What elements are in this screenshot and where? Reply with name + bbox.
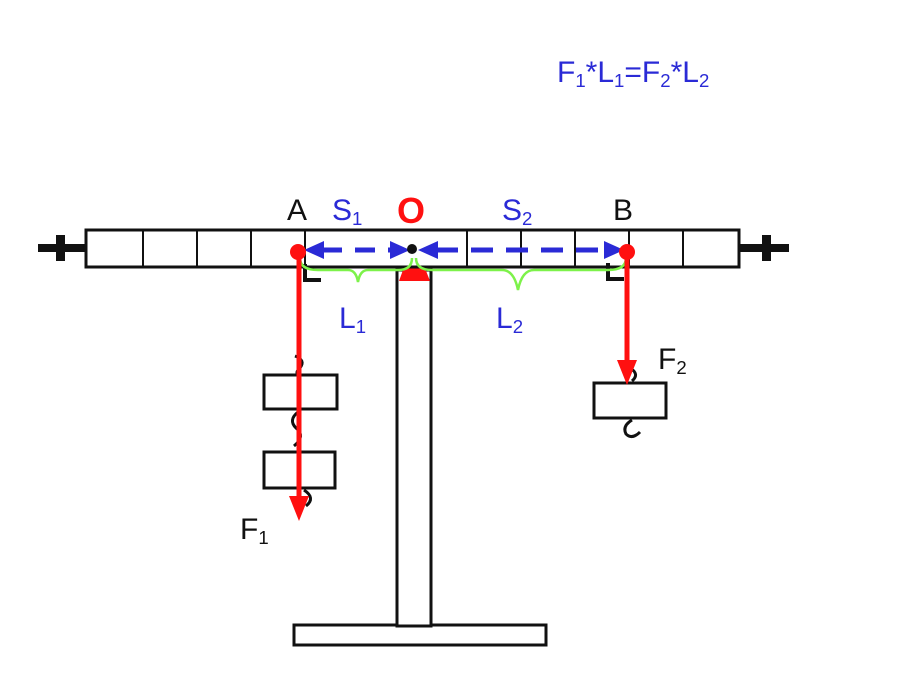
force-label-f1: F1 [240,513,269,549]
right-end-screw [739,235,789,261]
right-angle-marker-b [606,263,624,281]
force-f1-main: F [240,513,259,546]
formula-f1: F [557,56,576,89]
arm-s2-sub: 2 [522,208,533,230]
arm-label-l2: L2 [496,302,524,338]
arm-label-s1: S1 [332,194,363,230]
force-label-f2: F2 [658,343,687,379]
arm-s2-main: S [502,194,523,227]
formula-sub-3: 2 [660,70,671,92]
arm-arrow-s2 [418,241,624,259]
equilibrium-formula: F1*L1=F2*L2 [557,56,710,92]
force-f2-sub: 2 [676,357,687,379]
formula-l2: L [682,56,699,89]
point-b-label: B [613,194,634,227]
formula-star-1: * [585,56,598,89]
brace-l1 [298,257,414,283]
right-angle-marker-a [303,264,321,282]
formula-equals: = [624,56,642,89]
pivot-label-o: O [397,190,426,231]
brace-l2 [414,257,628,291]
stand-column [395,268,433,628]
formula-sub-4: 2 [698,70,710,92]
formula-sub-2: 1 [614,70,625,92]
force-f2-main: F [658,343,677,376]
formula-star-2: * [670,56,683,89]
left-end-screw [38,235,86,261]
arm-l2-main: L [496,302,513,335]
arm-arrow-s1 [304,241,410,259]
formula-f2: F [641,56,661,89]
pivot-point [407,244,417,254]
formula-l1: L [597,56,615,89]
arm-label-l1: L1 [339,302,367,338]
formula-sub-1: 1 [575,70,586,92]
arm-l1-sub: 1 [355,316,367,338]
point-a-dot [290,244,306,260]
point-a-label: A [287,194,308,227]
stand-base [292,623,548,647]
right-weight [592,366,668,439]
force-f1-sub: 1 [258,527,269,549]
point-b-dot [619,244,635,260]
arm-label-s2: S2 [502,194,533,230]
arm-l1-main: L [339,302,356,335]
arm-s1-main: S [332,194,353,227]
arm-l2-sub: 2 [512,316,524,338]
force-arrow-f1 [289,252,309,521]
force-arrow-f2 [617,252,637,385]
arm-s1-sub: 1 [352,208,363,230]
